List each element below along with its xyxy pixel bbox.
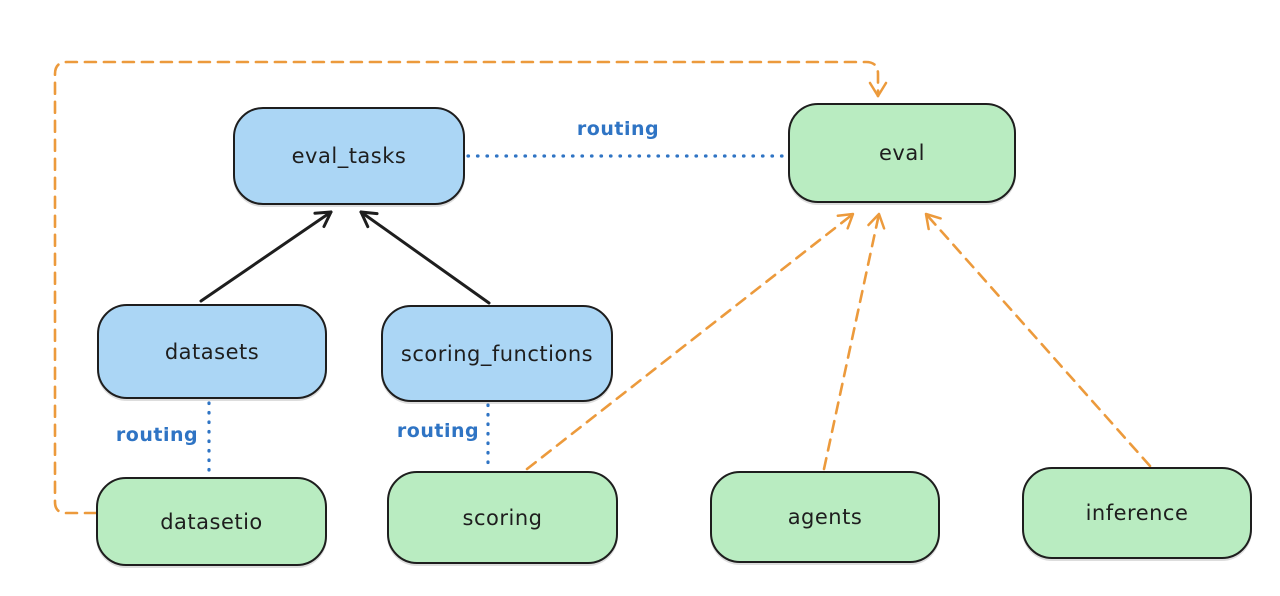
node-scoring-functions-label: scoring_functions [400, 341, 594, 366]
node-scoring: scoring [387, 471, 618, 564]
node-datasets: datasets [97, 304, 327, 399]
node-datasetio: datasetio [96, 477, 327, 566]
node-eval-tasks-label: eval_tasks [291, 144, 407, 168]
node-eval-tasks: eval_tasks [233, 107, 465, 205]
node-scoring-label: scoring [462, 505, 543, 530]
edge-label-routing-eval-tasks-eval: routing [576, 118, 660, 140]
node-eval-label: eval [878, 141, 926, 165]
edge-scoring-to-eval [525, 212, 855, 471]
edge-datasets-to-eval-tasks [199, 210, 333, 303]
node-eval: eval [788, 103, 1016, 203]
edge-scoring-functions-to-eval-tasks [359, 210, 491, 305]
edge-label-routing-datasets-datasetio: routing [115, 424, 199, 446]
edge-agents-to-eval [822, 212, 886, 471]
node-inference: inference [1022, 467, 1252, 559]
node-inference-label: inference [1085, 501, 1189, 525]
node-scoring-functions: scoring_functions [381, 305, 613, 402]
edge-inference-to-eval [924, 212, 1152, 468]
node-datasets-label: datasets [164, 339, 260, 364]
node-datasetio-label: datasetio [160, 509, 263, 534]
edge-label-routing-scoring-functions-scoring: routing [396, 420, 480, 442]
node-agents-label: agents [787, 505, 863, 529]
edge-datasetio-to-eval [53, 60, 888, 515]
node-agents: agents [710, 471, 940, 563]
